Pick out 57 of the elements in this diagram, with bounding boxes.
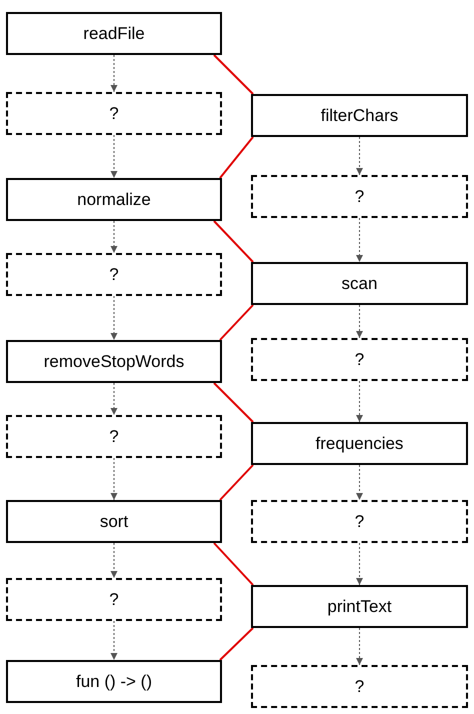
box-label: scan xyxy=(342,274,378,294)
connector-line xyxy=(219,136,254,179)
placeholder-box xyxy=(251,665,468,708)
dotted-arrow xyxy=(110,296,118,340)
placeholder-box xyxy=(6,415,222,458)
box-label: ? xyxy=(354,350,364,370)
connector-line xyxy=(213,542,254,586)
box-label: readFile xyxy=(83,24,145,44)
box-label: ? xyxy=(354,676,364,696)
dotted-arrow xyxy=(356,380,363,422)
placeholder-box xyxy=(6,578,222,621)
box-label: printText xyxy=(327,596,392,616)
dotted-arrow xyxy=(110,54,118,92)
box-label: normalize xyxy=(77,190,151,210)
dotted-arrow xyxy=(110,542,118,578)
function-box xyxy=(6,12,222,55)
placeholder-box xyxy=(251,500,468,543)
connector-line xyxy=(213,54,254,95)
function-box xyxy=(251,262,468,305)
dotted-arrow xyxy=(356,218,363,262)
placeholder-box xyxy=(6,253,222,296)
dotted-arrow xyxy=(356,304,363,338)
function-box xyxy=(6,178,222,221)
dotted-arrow xyxy=(110,134,118,178)
box-label: ? xyxy=(109,590,119,610)
dotted-arrow xyxy=(356,542,363,586)
placeholder-box xyxy=(251,338,468,381)
placeholder-box xyxy=(251,175,468,218)
dotted-arrow xyxy=(356,136,363,176)
box-label: ? xyxy=(109,104,119,124)
connector-line xyxy=(219,464,254,501)
box-label: ? xyxy=(109,426,119,446)
connector-line xyxy=(219,304,254,341)
box-label: removeStopWords xyxy=(44,352,184,372)
box-label: ? xyxy=(354,512,364,532)
function-box xyxy=(251,94,468,137)
placeholder-box xyxy=(6,92,222,135)
dotted-arrow xyxy=(110,382,118,416)
function-box xyxy=(251,585,468,628)
connector-line xyxy=(219,627,254,661)
dotted-arrow xyxy=(110,220,118,254)
function-box xyxy=(6,660,222,703)
function-box xyxy=(6,500,222,543)
dotted-arrow xyxy=(356,628,363,666)
function-box xyxy=(251,422,468,465)
box-label: ? xyxy=(109,264,119,284)
box-label: frequencies xyxy=(316,434,404,454)
box-label: fun () -> () xyxy=(76,672,152,692)
dotted-arrow xyxy=(110,620,118,660)
dotted-arrow xyxy=(110,458,118,500)
function-box xyxy=(6,340,222,383)
box-label: sort xyxy=(100,512,128,532)
box-label: ? xyxy=(354,186,364,206)
connector-line xyxy=(213,220,254,263)
box-label: filterChars xyxy=(320,106,398,126)
connector-line xyxy=(213,382,254,423)
dotted-arrow xyxy=(356,464,363,500)
